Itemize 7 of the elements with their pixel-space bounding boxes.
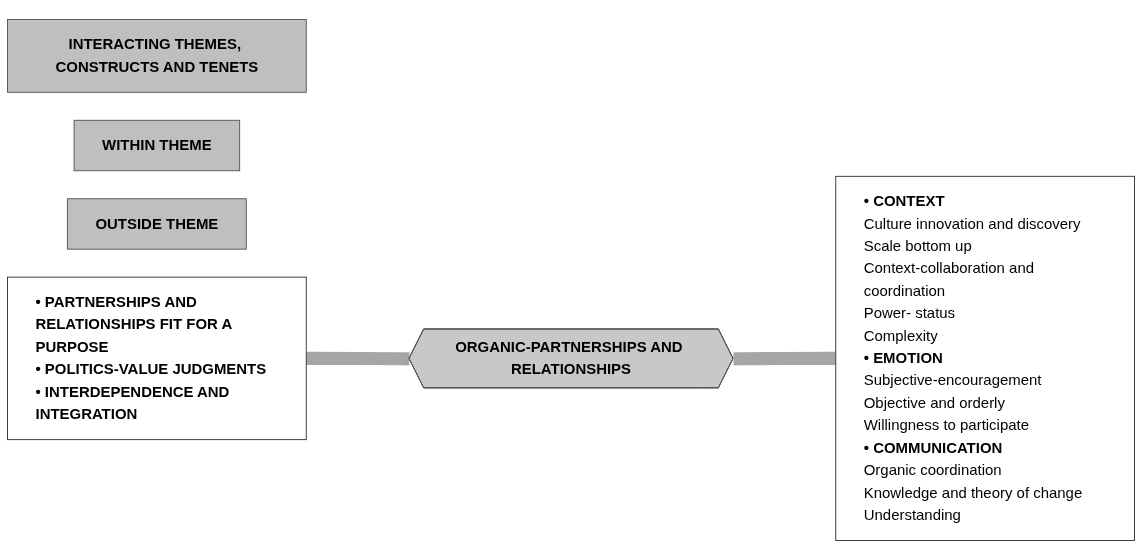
connector — [733, 351, 836, 365]
node-box: WITHIN THEME — [73, 119, 241, 171]
node-box: INTERACTING THEMES, CONSTRUCTS AND TENETS — [7, 18, 307, 93]
connector — [306, 351, 410, 365]
node-box: • PARTNERSHIPS AND RELATIONSHIPS FIT FOR A PURPOSE • POLITICS-VALUE JUDGMENTS • INTERDEPENDENCE AND INTEGRATION — [7, 276, 307, 440]
node-box: • CONTEXT Culture innovation and discovery Scale bottom up Context-collaboration and coordination Power- status Complexity • EMOTION Subjective-encouragement Objective and orderly Willingness to participate • COMMUNICATION Organic coordination Knowledge and theory of change Understanding — [835, 175, 1135, 541]
node-box: OUTSIDE THEME — [66, 197, 247, 250]
